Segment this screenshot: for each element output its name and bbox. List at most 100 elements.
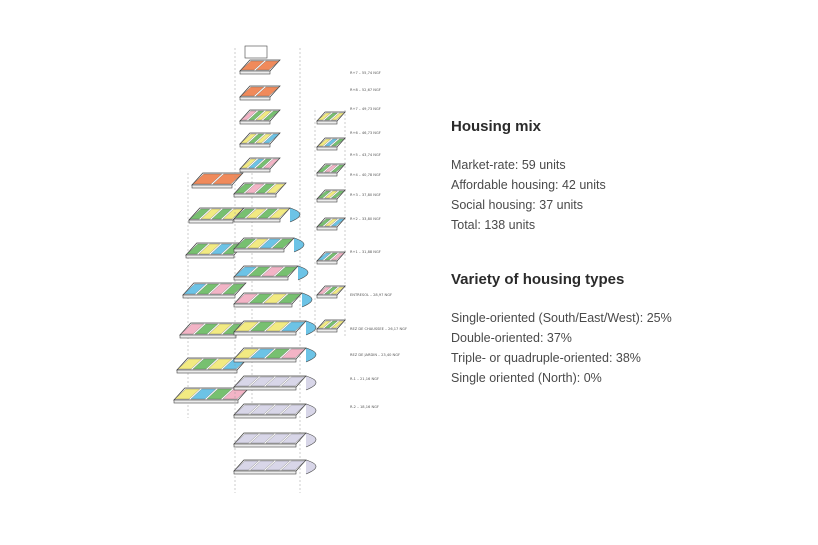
left-tower-floor-6-unit	[207, 358, 233, 370]
middle-tower-floor-5-unit	[248, 158, 265, 169]
right-tower-floor-4-unit	[317, 190, 332, 199]
middle-tower-floor-15-unit	[265, 433, 290, 444]
middle-tower-floor-2-unit	[240, 86, 265, 97]
middle-tower-floor-9-unit	[261, 266, 284, 277]
floor-level-label: R+2 – 33,80 NGF	[350, 217, 381, 221]
middle-tower-floor-14-slab	[233, 414, 297, 419]
middle-tower-floor-3-unit	[240, 110, 257, 121]
middle-tower-floor-11-slab	[233, 331, 297, 336]
floor-level-label: R-1 – 21,16 NGF	[350, 377, 379, 381]
middle-tower-floor-10-unit	[234, 293, 258, 304]
floor-level-label: R+6 – 46,73 NGF	[350, 131, 381, 135]
left-tower-floor-6-slab	[176, 369, 238, 374]
housing-mix-title: Housing mix	[451, 118, 542, 135]
middle-tower-curved-wing-12	[305, 347, 317, 363]
middle-tower-curved-wing-15	[305, 432, 317, 448]
housing-mix-line-total: Total: 138 units	[451, 218, 536, 232]
left-tower-floor-7-unit	[174, 388, 201, 400]
left-tower-floor-7-unit	[206, 388, 233, 400]
middle-tower-floor-16-slab	[233, 470, 297, 475]
floor-level-label: R+1 – 31,88 NGF	[350, 250, 381, 254]
right-tower-floor-5-unit	[317, 218, 332, 227]
middle-tower-floor-9-unit	[234, 266, 257, 277]
middle-tower-floor-7-slab	[233, 218, 281, 223]
middle-tower-floor-15-unit	[250, 433, 275, 444]
middle-tower-floor-8-unit	[259, 238, 281, 249]
middle-tower-floor-9-unit	[275, 266, 298, 277]
right-tower-floor-8-unit	[330, 320, 345, 329]
middle-tower-floor-11-unit	[250, 321, 275, 332]
middle-tower-floor-13-unit	[234, 376, 259, 387]
right-tower-floor-1-slab	[316, 120, 338, 125]
middle-tower-floor-5-unit	[240, 158, 257, 169]
right-tower-floor-2-unit	[330, 138, 345, 147]
middle-tower-floor-4-unit	[255, 133, 272, 144]
right-tower-floor-1-unit	[317, 112, 332, 121]
left-tower-floor-5-unit	[208, 323, 233, 335]
middle-tower-floor-16-unit	[234, 460, 259, 471]
right-tower-floor-5-unit	[324, 218, 338, 227]
middle-tower-floor-8-unit	[234, 238, 256, 249]
right-tower-floor-2-unit	[317, 138, 332, 147]
right-tower-floor-4-slab	[316, 198, 338, 203]
middle-tower-floor-1-unit	[240, 60, 265, 71]
left-tower-floor-3-slab	[185, 254, 235, 259]
middle-tower-floor-7-unit	[246, 208, 267, 219]
middle-tower-floor-5-unit	[263, 158, 280, 169]
middle-tower-floor-8-slab	[233, 248, 285, 253]
left-tower-floor-4-slab	[182, 294, 236, 299]
middle-tower-curved-wing-10	[301, 292, 313, 308]
floor-level-label: R+7 – 49,73 NGF	[350, 107, 381, 111]
middle-tower-curved-wing-9	[297, 265, 309, 281]
floor-level-label: R+5 – 43,74 NGF	[350, 153, 381, 157]
housing-types-section: Variety of housing types Single-oriented…	[451, 271, 791, 388]
middle-tower-floor-10-unit	[263, 293, 287, 304]
right-tower-floor-6-slab	[316, 260, 338, 265]
housing-type-line-double: Double-oriented: 37%	[451, 331, 572, 345]
left-tower-floor-5-unit	[194, 323, 219, 335]
middle-tower-curved-wing-13	[305, 375, 317, 391]
middle-tower-floor-8-unit	[247, 238, 269, 249]
middle-tower-floor-3-unit	[263, 110, 280, 121]
left-tower-floor-7-unit	[190, 388, 217, 400]
left-tower-floor-3-unit	[210, 243, 233, 255]
left-tower-floor-1-unit	[212, 173, 243, 185]
middle-tower-floor-16-unit	[250, 460, 275, 471]
middle-tower-floor-6-unit	[255, 183, 275, 194]
right-tower-floor-2-unit	[324, 138, 338, 147]
floor-level-label: R+7 – 55,74 NGF	[350, 71, 381, 75]
middle-tower-floor-3-unit	[248, 110, 265, 121]
left-tower-floor-2-unit	[211, 208, 233, 220]
floor-level-label: REZ DE CHAUSSEE – 26,17 NGF	[350, 327, 407, 331]
middle-tower-floor-3-slab	[239, 120, 271, 125]
left-tower-floor-6-unit	[192, 358, 218, 370]
right-tower-floor-8-slab	[316, 328, 338, 333]
middle-tower-floor-9-slab	[233, 276, 289, 281]
right-tower-floor-6-unit	[317, 252, 332, 261]
middle-tower-floor-12-unit	[281, 348, 306, 359]
middle-tower-floor-10-unit	[249, 293, 273, 304]
middle-tower-floor-2-slab	[239, 96, 271, 101]
floor-level-label: R+4 – 40,78 NGF	[350, 173, 381, 177]
middle-tower-floor-1-slab	[239, 70, 271, 75]
middle-tower-floor-4-unit	[248, 133, 265, 144]
middle-tower-floor-7-unit	[269, 208, 290, 219]
right-tower-floor-3-unit	[317, 164, 332, 173]
right-tower-floor-7-unit	[317, 286, 332, 295]
middle-tower-floor-2-unit	[255, 86, 280, 97]
middle-tower-floor-6-unit	[234, 183, 254, 194]
right-tower-floor-3-unit	[330, 164, 345, 173]
middle-tower-floor-11-unit	[265, 321, 290, 332]
middle-tower-floor-14-unit	[250, 404, 275, 415]
middle-tower-floor-13-unit	[250, 376, 275, 387]
middle-tower-floor-4-unit	[263, 133, 280, 144]
middle-tower-curved-wing-16	[305, 459, 317, 475]
left-tower-floor-4-unit	[209, 283, 233, 295]
right-tower-floor-7-slab	[316, 294, 338, 299]
right-tower-floor-3-unit	[324, 164, 338, 173]
middle-tower-floor-4-slab	[239, 143, 271, 148]
left-tower-floor-2-unit	[200, 208, 222, 220]
middle-tower-floor-14-unit	[234, 404, 259, 415]
middle-tower-floor-6-slab	[233, 193, 277, 198]
